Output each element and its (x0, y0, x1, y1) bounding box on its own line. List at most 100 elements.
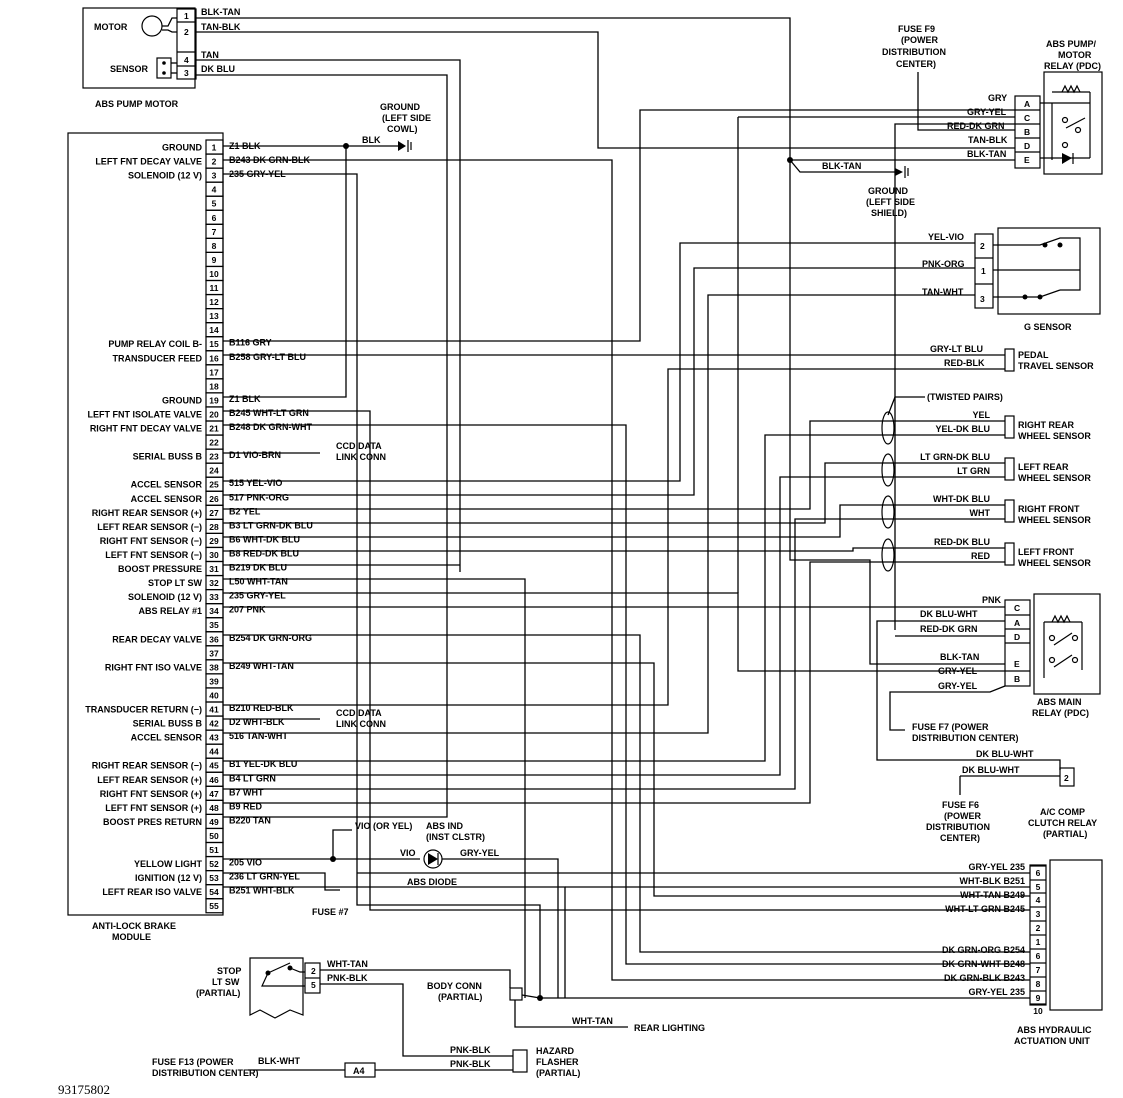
module-pin-label: BOOST PRES RETURN (103, 817, 202, 827)
module-pin-label: TRANSDUCER RETURN (−) (85, 705, 202, 715)
module-title-1: ANTI-LOCK BRAKE (92, 921, 176, 931)
module-pin-wire: 517 PNK-ORG (229, 492, 289, 502)
wheel-sensor-label-2: WHEEL SENSOR (1018, 431, 1091, 441)
g-wire-1: YEL-VIO (928, 232, 964, 242)
wheel-sensor-connector (1004, 415, 1015, 439)
module-pin-wire: L50 WHT-TAN (229, 577, 288, 587)
hcu-wire-label: GRY-YEL 235 (968, 862, 1025, 872)
module-pin-number: 20 (209, 409, 219, 419)
ground-shield-wire: BLK-TAN (822, 161, 861, 171)
module-pin-wire: B245 WHT-LT GRN (229, 408, 309, 418)
module-pin-number: 42 (209, 719, 219, 729)
twisted-pairs-label: (TWISTED PAIRS) (927, 392, 1003, 402)
pedal-wire-2: RED-BLK (944, 358, 985, 368)
module-pin-label: LEFT FNT DECAY VALVE (95, 157, 202, 167)
wheel-sensor-label-2: WHEEL SENSOR (1018, 473, 1091, 483)
module-pin-number: 47 (209, 789, 219, 799)
wheel-sensor-connector (1004, 499, 1015, 523)
module-pin-wire: B220 TAN (229, 815, 271, 825)
wheel-sensor-label-2: WHEEL SENSOR (1018, 558, 1091, 568)
wire-dk-blu: DK BLU (201, 64, 235, 74)
ccd-label-2: LINK CONN (336, 452, 386, 462)
ground-cowl-sub: (LEFT SIDE (382, 113, 431, 123)
stop-wire-1: WHT-TAN (327, 959, 368, 969)
main-relay-w-red-dk-grn: RED-DK GRN (920, 624, 978, 634)
module-pin-number: 5 (212, 199, 217, 209)
module-pin-wire: B8 RED-DK BLU (229, 548, 299, 558)
module-pin-number: 18 (209, 381, 219, 391)
stop-lt-switch (249, 957, 321, 1019)
hazard-connector (512, 1049, 528, 1073)
stop-pin-5: 5 (311, 980, 316, 990)
wheel-sensor-label-2: WHEEL SENSOR (1018, 515, 1091, 525)
g-pin-2: 2 (980, 241, 985, 251)
module-pin-number: 1 (212, 143, 217, 153)
pedal-l2: TRAVEL SENSOR (1018, 361, 1094, 371)
module-pin-number: 31 (209, 564, 219, 574)
module-pin-label: SERIAL BUSS B (133, 719, 203, 729)
module-pin-number: 50 (209, 831, 219, 841)
g-pin-1: 1 (981, 266, 986, 276)
wheel-sensor-connector (1004, 542, 1015, 566)
module-pin-number: 30 (209, 550, 219, 560)
module-pin-label: PUMP RELAY COIL B- (108, 339, 202, 349)
module-pin-number: 33 (209, 592, 219, 602)
module-pin-wire: D2 WHT-BLK (229, 717, 285, 727)
pump-relay-w-gry-yel: GRY-YEL (967, 107, 1007, 117)
hcu-pin-number: 7 (1036, 965, 1041, 975)
module-pin-number: 46 (209, 775, 219, 785)
module-pin-number: 36 (209, 634, 219, 644)
fuse-f9-l3: DISTRIBUTION (882, 47, 946, 57)
abs-ind-l2: (INST CLSTR) (426, 832, 485, 842)
module-pin-wire: B9 RED (229, 801, 263, 811)
main-relay-pin-a: A (1014, 618, 1020, 628)
wheel-sensor-label-1: LEFT FRONT (1018, 547, 1074, 557)
hcu-pin-number: 5 (1036, 882, 1041, 892)
main-relay-w-blk-tan: BLK-TAN (940, 652, 979, 662)
ccd-label-4: LINK CONN (336, 719, 386, 729)
body-conn-l2: (PARTIAL) (438, 992, 482, 1002)
hcu-pin-number: 10 (1033, 1006, 1043, 1016)
main-relay-pin-d: D (1014, 632, 1020, 642)
main-relay-pin-e: E (1014, 659, 1020, 669)
ac-relay-l1: A/C COMP (1040, 807, 1085, 817)
module-pin-number: 27 (209, 508, 219, 518)
module-pin-number: 23 (209, 452, 219, 462)
ac-relay-l3: (PARTIAL) (1043, 829, 1087, 839)
module-pin-wire: B248 DK GRN-WHT (229, 422, 313, 432)
wheel-sensor-wire-2: RED (971, 551, 991, 561)
stop-l2: LT SW (212, 977, 240, 987)
module-pin-wire: B258 GRY-LT BLU (229, 352, 306, 362)
pump-relay-w-tan-blk: TAN-BLK (968, 135, 1008, 145)
wheel-sensor-wire-1: LT GRN-DK BLU (920, 452, 990, 462)
ground-shield-title: GROUND (868, 186, 908, 196)
pump-pin-4: 4 (184, 55, 189, 65)
diode-w2: GRY-YEL (460, 848, 500, 858)
module-pin-label: ACCEL SENSOR (131, 494, 203, 504)
fuse-f9-l1: FUSE F9 (898, 24, 935, 34)
ground-cowl-title: GROUND (380, 102, 420, 112)
hcu-pin-number: 3 (1036, 909, 1041, 919)
module-pin-number: 4 (212, 185, 217, 195)
g-wire-2: PNK-ORG (922, 259, 965, 269)
abs-ind-l1: ABS IND (426, 821, 464, 831)
hcu-l2: ACTUATION UNIT (1014, 1036, 1090, 1046)
twisted-pair-rings (881, 411, 895, 572)
fuse-f9-l2: (POWER (901, 35, 938, 45)
pump-relay-pin-b: B (1024, 127, 1030, 137)
pump-relay-pin-a: A (1024, 99, 1030, 109)
main-relay-w-gry-yel-1: GRY-YEL (938, 666, 978, 676)
module-pin-label: LEFT REAR SENSOR (−) (97, 522, 202, 532)
module-pin-wire: 516 TAN-WHT (229, 731, 288, 741)
main-relay-l1: ABS MAIN (1037, 697, 1082, 707)
module-pin-label: ABS RELAY #1 (138, 606, 202, 616)
rear-light-wire: WHT-TAN (572, 1016, 613, 1026)
module-pin-number: 43 (209, 733, 219, 743)
module-pin-number: 19 (209, 395, 219, 405)
hazard-l2: FLASHER (536, 1057, 579, 1067)
module-wires (223, 109, 1030, 998)
fuse-f13-l1: FUSE F13 (POWER (152, 1057, 234, 1067)
module-pin-number: 34 (209, 606, 219, 616)
